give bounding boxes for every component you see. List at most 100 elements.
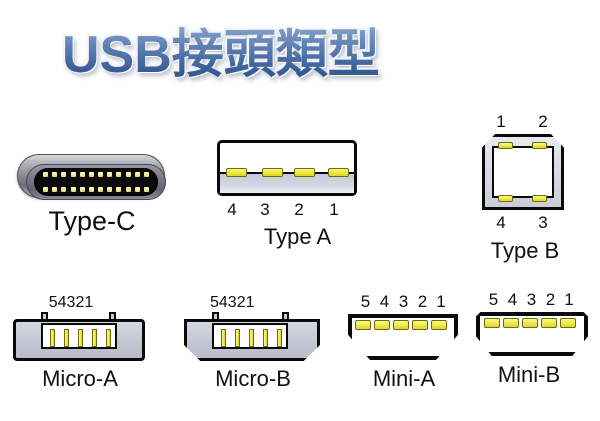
- micro-a-cavity: [41, 323, 117, 349]
- mini-b-pin-2: [541, 318, 557, 328]
- pin-number: 3: [526, 290, 537, 309]
- connector-label-micro-a: Micro-A: [42, 366, 118, 391]
- mini-a-pin-5: [355, 320, 371, 330]
- type-c-pin: [70, 172, 76, 177]
- mini-a-pin-4: [374, 320, 390, 330]
- pin-number: 4: [507, 290, 518, 309]
- type-c-pin: [70, 187, 76, 192]
- pin-number: 2: [545, 290, 556, 309]
- pin-number: 3: [538, 213, 548, 232]
- micro-a-tab-right: [109, 312, 116, 320]
- micro-b-pin-4: [235, 329, 240, 347]
- connector-label-mini-a: Mini-A: [372, 366, 436, 391]
- title-area: USB接頭類型: [0, 22, 600, 94]
- type-a-pin-4: [226, 168, 247, 177]
- type-b-pin-2: [532, 142, 547, 149]
- mini-a-pin-2: [412, 320, 428, 330]
- type-c-pin: [134, 187, 140, 192]
- pin-number: 4: [379, 292, 390, 311]
- type-c-pin: [107, 172, 113, 177]
- type-c-pin: [98, 172, 104, 177]
- type-a-pin-3: [262, 168, 283, 177]
- pin-number: 2: [417, 292, 428, 311]
- type-b-pin-1: [498, 142, 513, 149]
- page-title: USB接頭類型: [62, 22, 380, 88]
- pin-number: 3: [398, 292, 409, 311]
- type-c-pin: [52, 187, 58, 192]
- type-c-cavity: [34, 168, 158, 196]
- type-c-pin: [61, 187, 67, 192]
- type-b-cavity: [492, 146, 554, 198]
- mini-b-pin-5: [484, 318, 500, 328]
- micro-a-pin-4: [64, 329, 69, 347]
- connector-micro-b: 54321 Micro-B: [178, 294, 328, 404]
- pin-number: 1: [564, 290, 574, 309]
- type-c-pin: [116, 172, 122, 177]
- pin-number: 4: [496, 213, 506, 232]
- micro-b-pin-1: [277, 329, 282, 347]
- type-c-pin: [88, 187, 94, 192]
- micro-a-pin-1: [106, 329, 111, 347]
- connector-label-micro-b: Micro-B: [215, 366, 291, 391]
- type-c-pin: [88, 172, 94, 177]
- type-c-pin: [107, 187, 113, 192]
- mini-a-pin-1: [431, 320, 447, 330]
- pin-number: 1: [496, 112, 506, 131]
- type-c-pin-row-bottom: [43, 187, 149, 192]
- type-c-pin: [79, 187, 85, 192]
- type-c-pin: [98, 187, 104, 192]
- type-c-pin: [125, 187, 131, 192]
- mini-b-pin-1: [560, 318, 576, 328]
- micro-b-cavity: [212, 323, 288, 349]
- type-c-pin: [143, 187, 149, 192]
- pin-number: 5: [360, 292, 371, 311]
- micro-a-pin-5: [50, 329, 55, 347]
- pin-number: 2: [294, 200, 304, 219]
- connector-label-type-c: Type-C: [48, 206, 136, 236]
- type-a-pin-1: [328, 168, 349, 177]
- type-c-pin: [79, 172, 85, 177]
- micro-b-tab-right: [282, 312, 289, 320]
- type-c-pin: [43, 172, 48, 177]
- pin-number: 1: [436, 292, 446, 311]
- connector-type-c: Type-C: [12, 148, 172, 258]
- micro-a-pin-numbers: 54321: [48, 294, 94, 311]
- connector-label-mini-b: Mini-B: [497, 362, 561, 387]
- type-c-pin: [52, 172, 58, 177]
- connector-label-type-a: Type A: [263, 224, 332, 249]
- type-c-pin: [125, 172, 131, 177]
- type-b-pin-4: [498, 195, 513, 202]
- micro-b-pin-2: [263, 329, 268, 347]
- type-c-pin: [43, 187, 48, 192]
- micro-b-pin-3: [249, 329, 254, 347]
- mini-b-pin-3: [522, 318, 538, 328]
- type-a-shelf: [220, 168, 354, 193]
- type-c-pin: [116, 187, 122, 192]
- micro-b-pin-numbers: 54321: [210, 294, 255, 311]
- connector-micro-a: 54321 Micro-A: [5, 294, 155, 404]
- micro-a-pin-3: [78, 329, 83, 347]
- pin-number: 2: [538, 112, 548, 131]
- mini-b-pin-4: [503, 318, 519, 328]
- micro-a-pin-2: [92, 329, 97, 347]
- micro-b-tab-left: [212, 312, 219, 320]
- type-c-pin: [61, 172, 67, 177]
- micro-b-pin-5: [221, 329, 226, 347]
- type-a-shell: [217, 140, 357, 196]
- connector-label-type-b: Type B: [490, 238, 560, 263]
- type-c-shell-outer: [17, 154, 166, 200]
- type-b-pin-3: [532, 195, 547, 202]
- mini-a-pin-3: [393, 320, 409, 330]
- type-a-pin-2: [294, 168, 315, 177]
- type-c-pin-row-top: [43, 172, 149, 177]
- micro-a-tab-left: [41, 312, 48, 320]
- type-c-pin: [134, 172, 140, 177]
- pin-number: 1: [329, 200, 339, 219]
